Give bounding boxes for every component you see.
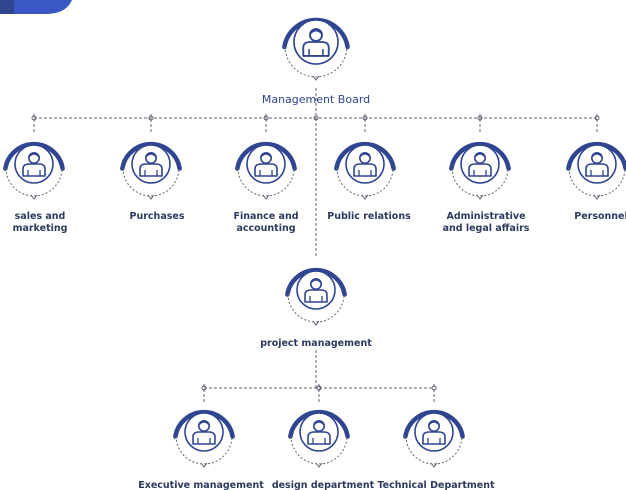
connector-lines [31, 88, 600, 402]
connector-dot [477, 115, 483, 121]
node-ring-arc [120, 141, 182, 171]
node-ring-arc [334, 141, 396, 171]
node-chevron [312, 320, 320, 326]
node-department [449, 141, 511, 200]
node-chevron [200, 462, 208, 468]
label-department-line: and legal affairs [443, 223, 530, 234]
label-management-board: Management Board [262, 93, 370, 106]
node-ring-dashed [451, 167, 509, 197]
node-chevron [262, 194, 270, 200]
node-project-management [285, 267, 347, 326]
connector-dot [201, 385, 207, 391]
node-sub-department [403, 409, 465, 468]
node-ring-dashed [284, 45, 348, 78]
node-ring-dashed [237, 167, 295, 197]
node-chevron [315, 462, 323, 468]
corner-decoration-bar [0, 0, 14, 14]
node-ring-dashed [290, 435, 348, 465]
node-department [235, 141, 297, 200]
label-department: Public relations [327, 211, 411, 222]
label-department-line: Administrative [446, 211, 525, 222]
label-department: Personnel [574, 211, 626, 222]
node-sub-department [288, 409, 350, 468]
node-ring-dashed [568, 167, 626, 197]
node-ring-dashed [122, 167, 180, 197]
connector-dot [362, 115, 368, 121]
connector-dot [263, 115, 269, 121]
corner-decoration [0, 0, 72, 14]
connector-dot [594, 115, 600, 121]
node-ring-dashed [175, 435, 233, 465]
node-ring-dashed [405, 435, 463, 465]
node-ring-arc [566, 141, 626, 171]
label-sub-department: Technical Department [377, 480, 495, 490]
node-department [566, 141, 626, 200]
label-department: Purchases [130, 211, 185, 222]
node-ring-arc [173, 409, 235, 439]
connector-dot [431, 385, 437, 391]
node-sub-department [173, 409, 235, 468]
connector-dot [316, 385, 322, 391]
node-chevron [30, 194, 38, 200]
node-chevron [312, 75, 320, 81]
node-ring-dashed [336, 167, 394, 197]
label-department-line: Finance and [233, 211, 298, 222]
connector-dot [148, 115, 154, 121]
label-department-line: accounting [236, 223, 295, 234]
label-sub-department: Executive management [138, 480, 264, 490]
node-ring-dashed [287, 293, 345, 323]
node-department [3, 141, 65, 200]
node-ring-arc [285, 267, 347, 297]
node-ring-arc [235, 141, 297, 171]
node-department [120, 141, 182, 200]
node-chevron [430, 462, 438, 468]
node-department [334, 141, 396, 200]
label-department-line: marketing [13, 223, 68, 234]
label-project-management: project management [260, 338, 372, 349]
node-chevron [476, 194, 484, 200]
node-ring-arc [403, 409, 465, 439]
connector-dot [31, 115, 37, 121]
nodes-layer [3, 17, 626, 468]
node-chevron [147, 194, 155, 200]
node-ring-arc [3, 141, 65, 171]
node-ring-arc [288, 409, 350, 439]
node-management-board [282, 17, 350, 81]
node-chevron [593, 194, 601, 200]
node-chevron [361, 194, 369, 200]
label-department-line: sales and [15, 211, 66, 222]
node-ring-arc [449, 141, 511, 171]
node-ring-dashed [5, 167, 63, 197]
label-sub-department: design department [272, 480, 375, 490]
